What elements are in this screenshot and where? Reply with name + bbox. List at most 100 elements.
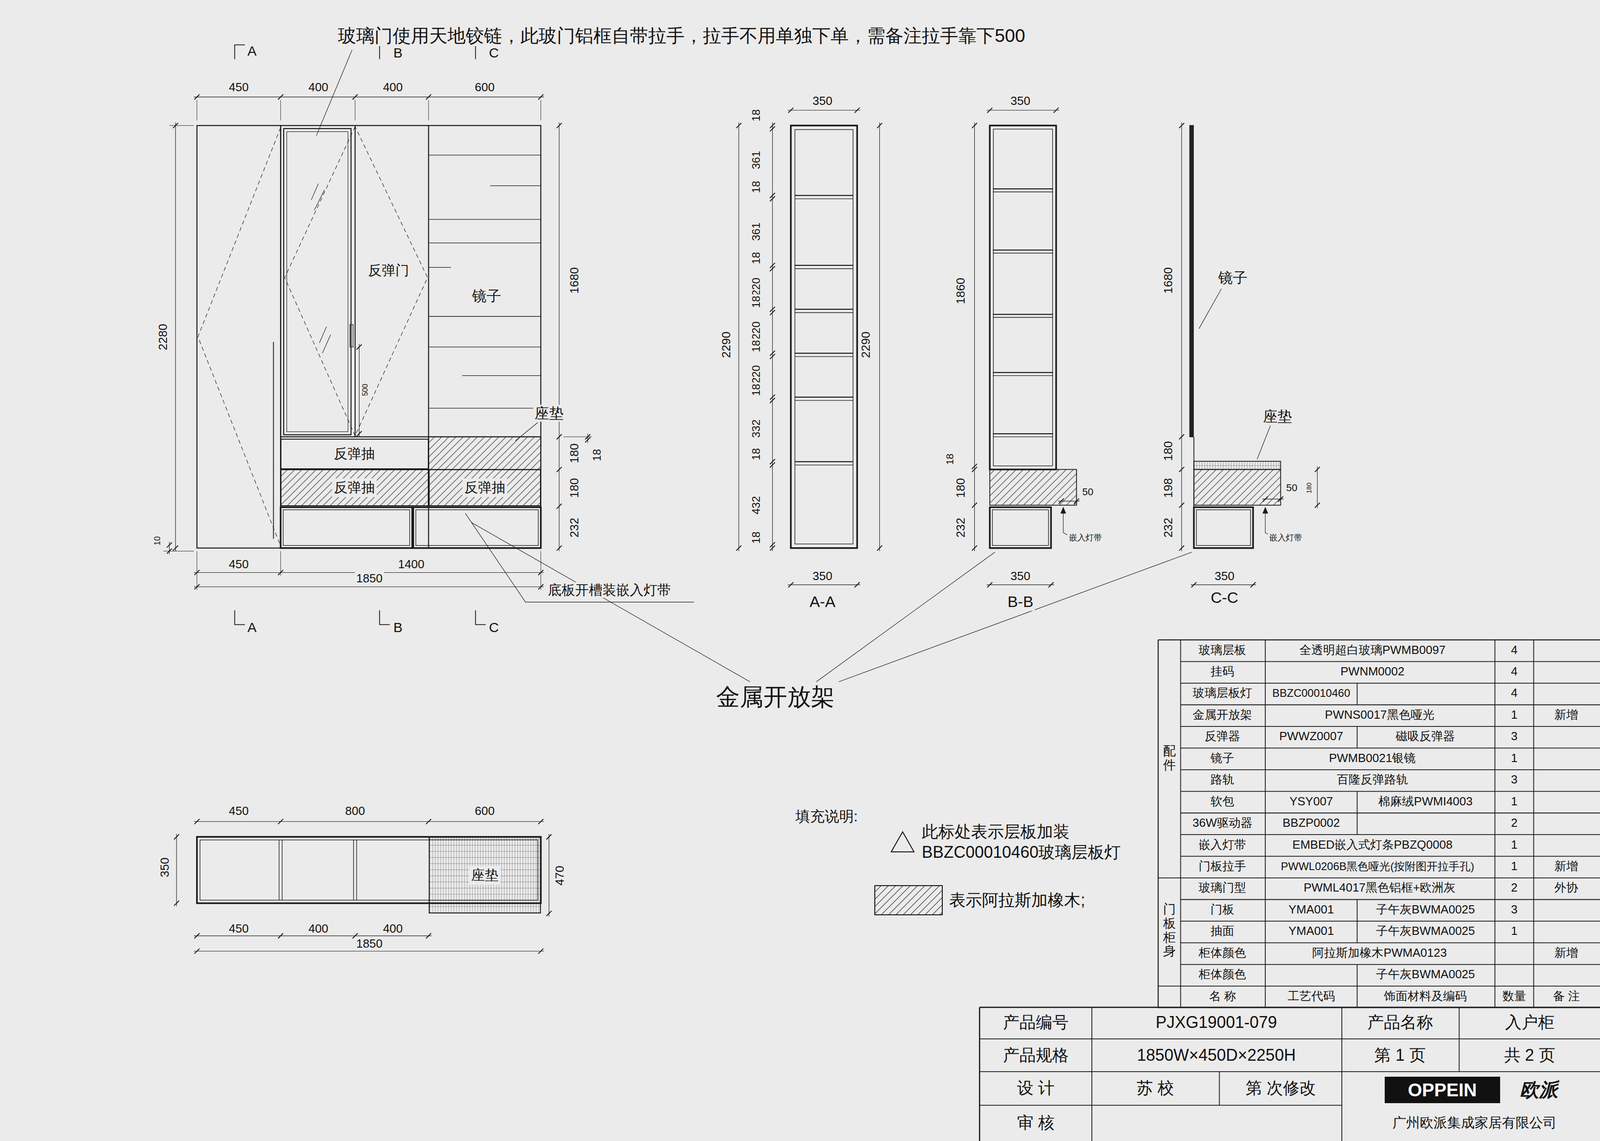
drawing-line	[992, 249, 1054, 251]
part-label: 座垫	[533, 405, 566, 422]
drawing-line	[1180, 834, 1600, 836]
drawing-rect	[993, 129, 1053, 467]
dimension-tick	[769, 398, 775, 404]
drawing-line	[1180, 964, 1600, 966]
drawing-line	[462, 375, 541, 376]
drawing-path	[475, 610, 486, 625]
dimension-label: 18	[749, 294, 763, 310]
drawing-line	[193, 821, 544, 822]
dimension-label: 450	[227, 557, 250, 572]
drawing-line	[540, 99, 541, 121]
table-cell: 柜体颜色	[1197, 967, 1248, 982]
drawing-line	[358, 343, 360, 437]
drawing-line	[787, 584, 861, 586]
table-cell: 36W驱动器	[1190, 816, 1254, 831]
logo-box: OPPEIN	[1384, 1076, 1501, 1104]
part-label: 镜子	[1216, 269, 1249, 286]
drawing-line	[193, 96, 544, 98]
dimension-tick	[425, 933, 432, 939]
title-block-cell: 产品编号	[1001, 1013, 1071, 1033]
dimension-label: 10	[152, 535, 162, 547]
dimension-tick	[1179, 467, 1185, 473]
drawing-line	[428, 316, 541, 317]
part-label: 嵌入灯带	[1267, 533, 1304, 543]
table-cell: 门板	[1209, 903, 1236, 917]
drawing-line	[354, 125, 356, 437]
dimension-tick	[172, 545, 178, 551]
dimension-tick	[556, 467, 562, 473]
dimension-label: 450	[227, 922, 250, 936]
legend-text: 表示阿拉斯加橡木;	[949, 889, 1086, 911]
hatch-swatch	[874, 885, 943, 916]
drawing-line	[1180, 661, 1600, 663]
drawing-rect	[989, 125, 1056, 470]
dimension-tick	[1314, 502, 1320, 508]
drawing-line	[1317, 466, 1318, 509]
table-cell: 子午灰BWMA0025	[1374, 903, 1477, 917]
dimension-tick	[352, 94, 358, 100]
title-block-cell: 苏 校	[1135, 1078, 1176, 1098]
triangle-symbol	[889, 830, 916, 854]
dimension-label: 220	[749, 320, 763, 342]
dimension-tick	[278, 819, 284, 825]
section-label: C-C	[1209, 589, 1240, 608]
table-cell: 4	[1509, 664, 1519, 679]
drawing-line	[1180, 639, 1182, 1008]
drawing-rect	[992, 509, 1049, 546]
drawing-line	[978, 1007, 981, 1141]
dimension-label: 180	[567, 441, 582, 465]
dimension-tick	[769, 545, 775, 551]
drawing-rect	[1189, 125, 1194, 437]
drawing-line	[322, 334, 331, 354]
drawing-line	[794, 400, 854, 401]
drawing-line	[974, 122, 975, 552]
drawing-line	[794, 352, 854, 354]
drawing-line	[1091, 1007, 1093, 1141]
drawing-line	[428, 267, 452, 268]
table-cell: 外协	[1553, 881, 1580, 895]
table-cell: BBZP0002	[1281, 816, 1342, 831]
drawing-path	[234, 44, 245, 59]
dimension-tick	[1314, 467, 1320, 473]
drawing-line	[353, 840, 354, 901]
table-cell: 新增	[1553, 708, 1580, 723]
drawing-line	[548, 833, 550, 917]
dimension-label: 1850	[354, 571, 385, 586]
drawing-line	[319, 326, 327, 343]
dimension-label: 2290	[859, 330, 873, 360]
dimension-tick	[1053, 107, 1059, 113]
dimension-tick	[877, 545, 883, 551]
title-block-cell: 广州欧派集成家居有限公司	[1391, 1114, 1559, 1131]
drawing-line	[1494, 639, 1496, 1008]
title-block-cell: 入户柜	[1503, 1013, 1556, 1033]
drawing-line	[1356, 921, 1358, 943]
dimension-tick	[987, 107, 993, 113]
table-cell: 玻璃门型	[1197, 881, 1248, 895]
dimension-label: 50	[1080, 486, 1095, 498]
table-cell: 挂码	[1209, 664, 1236, 679]
title-block-cell: 产品规格	[1001, 1045, 1071, 1065]
dimension-tick	[769, 353, 775, 359]
dimension-tick	[356, 344, 362, 350]
drawing-line	[193, 586, 544, 588]
table-cell: 镜子	[1209, 751, 1236, 766]
drawing-path	[284, 126, 428, 437]
drawing-line	[986, 584, 1055, 586]
drawing-line	[281, 840, 283, 901]
drawing-line	[794, 356, 854, 357]
drawing-line	[193, 950, 544, 952]
drawing-line	[992, 188, 1054, 190]
table-cell: PWML4017黑色铝框+欧洲灰	[1302, 881, 1457, 895]
drawing-line	[428, 346, 541, 348]
table-cell: PWNS0017黑色哑光	[1323, 708, 1436, 723]
drawing-line	[992, 252, 1054, 254]
dimension-tick	[854, 107, 860, 113]
drawing-line	[1458, 1007, 1460, 1072]
dimension-label: 180	[1161, 439, 1176, 463]
dimension-label: 350	[158, 856, 172, 879]
drawing-line	[1180, 704, 1600, 706]
table-cell: 数量	[1501, 989, 1528, 1004]
drawing-path	[1063, 513, 1068, 536]
drawing-line	[356, 840, 357, 901]
drawing-line	[772, 122, 773, 552]
